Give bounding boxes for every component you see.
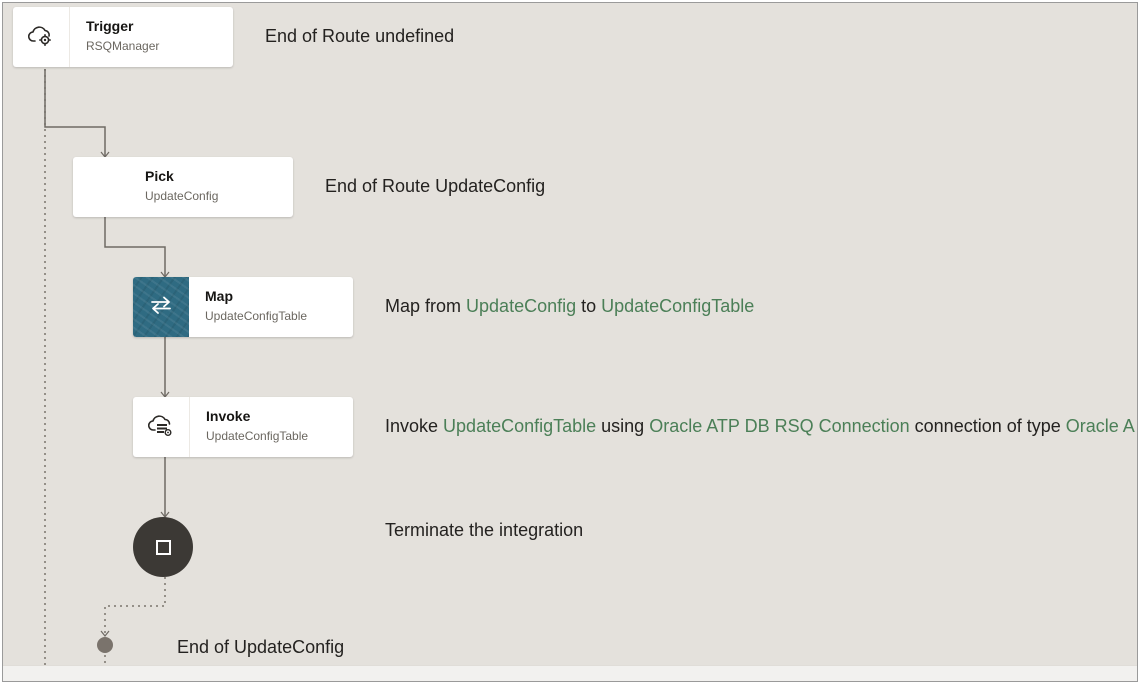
trigger-icon-box xyxy=(13,7,70,67)
invoke-desc-using: using xyxy=(596,416,650,436)
trigger-node[interactable]: Trigger RSQManager xyxy=(13,7,233,67)
map-title: Map xyxy=(205,288,233,304)
cloud-trigger-icon xyxy=(27,24,54,51)
pick-title: Pick xyxy=(145,168,174,184)
stop-square-icon xyxy=(155,539,171,555)
terminate-description: Terminate the integration xyxy=(385,520,584,540)
end-route-dot[interactable] xyxy=(97,637,113,653)
invoke-type-link[interactable]: Oracle A xyxy=(1065,416,1135,436)
invoke-description: Invoke UpdateConfigTable using Oracle AT… xyxy=(385,415,1135,437)
invoke-desc-prefix: Invoke xyxy=(385,416,444,436)
trigger-description: End of Route undefined xyxy=(265,26,455,46)
connector-terminate-end xyxy=(100,577,166,637)
map-icon-box xyxy=(133,277,189,337)
trigger-title: Trigger xyxy=(86,18,134,34)
map-desc-prefix: Map from xyxy=(385,296,467,316)
invoke-subtitle: UpdateConfigTable xyxy=(206,429,309,443)
flow-connectors xyxy=(44,69,170,681)
map-desc-middle: to xyxy=(576,296,602,316)
invoke-connection-link[interactable]: Oracle ATP DB RSQ Connection xyxy=(649,416,910,436)
connector-trigger-pick xyxy=(44,69,110,158)
map-subtitle: UpdateConfigTable xyxy=(205,309,308,323)
invoke-node[interactable]: Invoke UpdateConfigTable xyxy=(133,397,353,457)
invoke-target-link[interactable]: UpdateConfigTable xyxy=(443,416,597,436)
connector-pick-map xyxy=(104,217,170,278)
map-description: Map from UpdateConfig to UpdateConfigTab… xyxy=(385,295,754,317)
horizontal-scrollbar[interactable] xyxy=(3,665,1137,681)
trigger-subtitle: RSQManager xyxy=(86,39,160,53)
map-arrows-icon xyxy=(149,295,173,320)
map-source-link[interactable]: UpdateConfig xyxy=(466,296,577,316)
map-node[interactable]: Map UpdateConfigTable xyxy=(133,277,353,337)
invoke-title: Invoke xyxy=(206,408,251,424)
terminate-node[interactable] xyxy=(133,517,193,577)
cloud-database-icon xyxy=(147,413,174,442)
pick-icon-box xyxy=(73,157,129,217)
map-target-link[interactable]: UpdateConfigTable xyxy=(601,296,755,316)
invoke-icon-box xyxy=(133,397,190,457)
pick-subtitle: UpdateConfig xyxy=(145,189,219,203)
invoke-desc-type-text: connection of type xyxy=(909,416,1066,436)
end-description: End of UpdateConfig xyxy=(177,637,345,657)
pick-node[interactable]: Pick UpdateConfig xyxy=(73,157,293,217)
pick-description: End of Route UpdateConfig xyxy=(325,176,546,196)
